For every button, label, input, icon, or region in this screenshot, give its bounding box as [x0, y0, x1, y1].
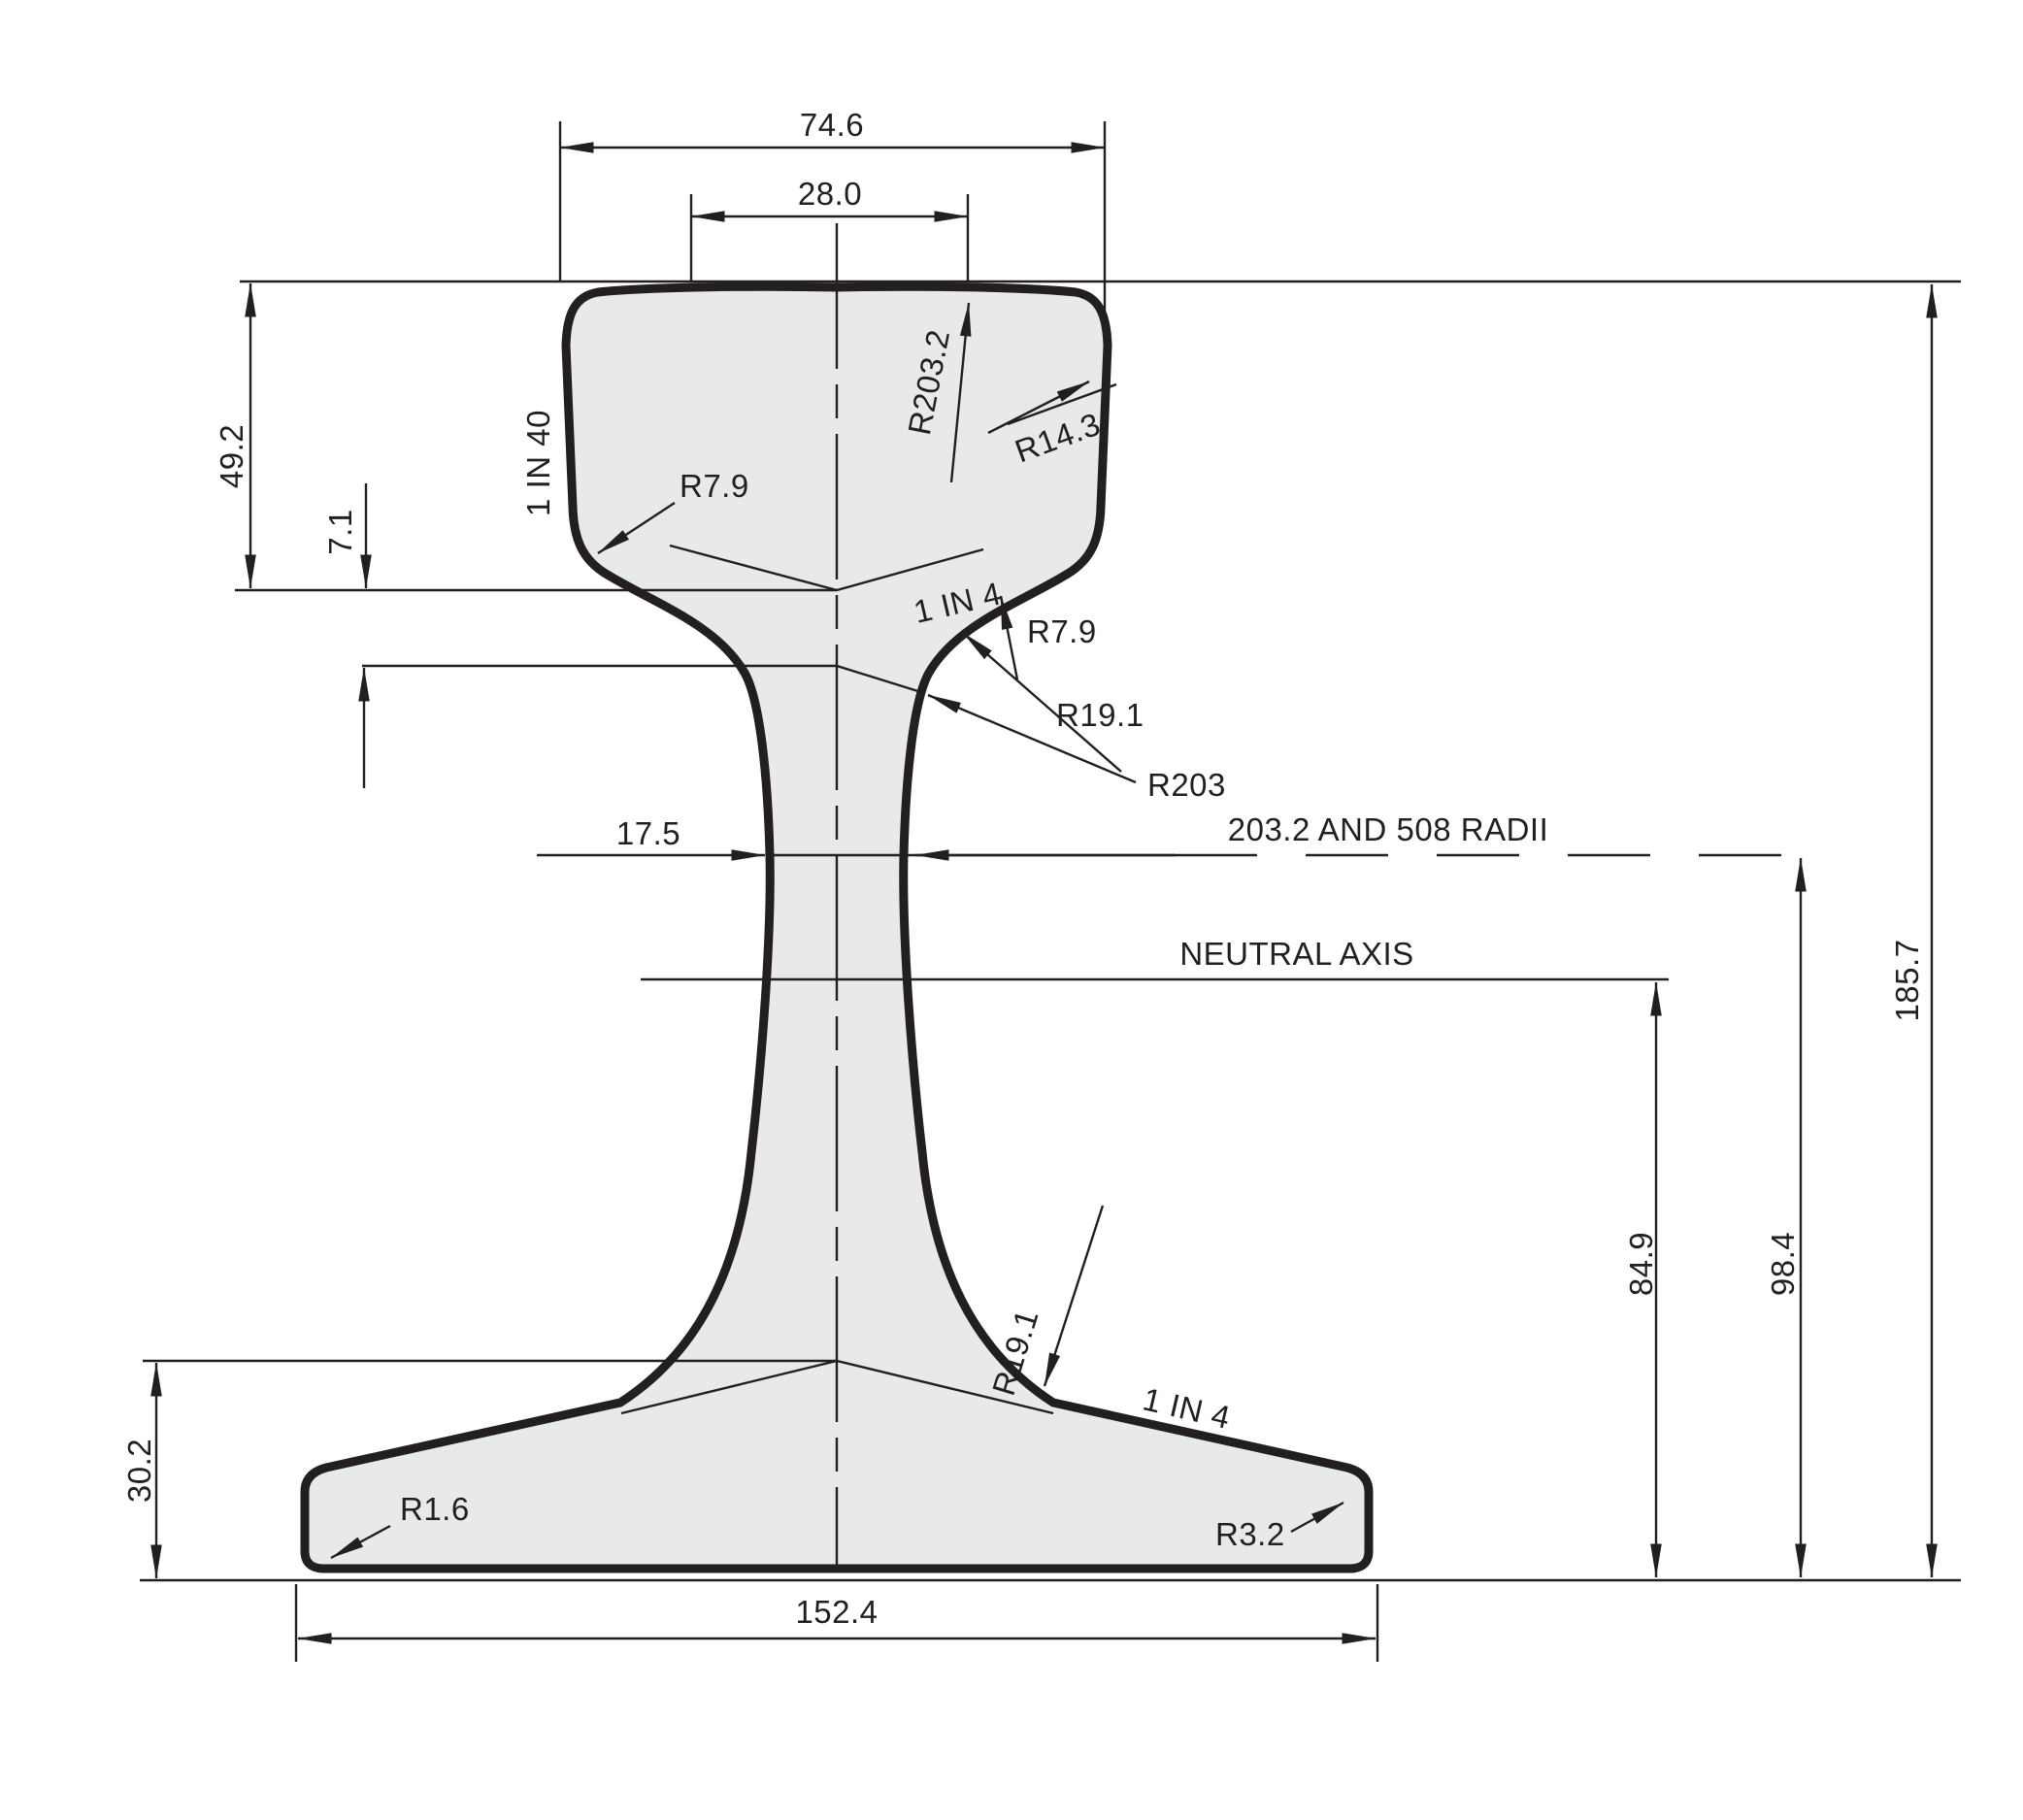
leader-head-corner-radius	[987, 380, 1090, 435]
leader-crown-radius	[949, 302, 972, 483]
leader-underhead-radius	[962, 632, 1122, 773]
underhead-fillet-label: R7.9	[1027, 613, 1097, 649]
foot-slope-construction	[620, 1359, 1054, 1415]
web-radii-note-label: 203.2 AND 508 RADII	[1228, 811, 1549, 847]
foot-edge-height-label: 30.2	[121, 1439, 157, 1503]
foot-width-label: 152.4	[795, 1594, 878, 1630]
leader-foot-corner-left	[330, 1524, 391, 1560]
head-corner-radius-overline	[1007, 382, 1117, 426]
head-depth-label: 49.2	[214, 424, 249, 488]
leader-foot-corner-right	[1290, 1501, 1344, 1534]
overall-height-label: 185.7	[1889, 939, 1925, 1021]
leader-foot-fillet	[1043, 1205, 1105, 1387]
leader-underhead-fillet	[999, 595, 1019, 680]
foot-corner-right-label: R3.2	[1215, 1516, 1285, 1552]
underhead-radius-label: R19.1	[1056, 697, 1144, 733]
gauge-offset-label: 7.1	[322, 509, 358, 554]
head-fillet-left-label: R7.9	[680, 468, 749, 504]
fishing-line	[362, 664, 925, 695]
head-top-width-label: 28.0	[798, 176, 862, 212]
underhead-slope-construction	[669, 544, 984, 592]
neutral-axis-label: NEUTRAL AXIS	[1179, 936, 1413, 972]
foot-corner-left-label: R1.6	[400, 1491, 470, 1527]
head-width-label: 74.6	[800, 107, 864, 143]
leader-head-fillet-left	[597, 501, 676, 555]
leader-web-radius	[927, 693, 1137, 784]
web-radius-label: R203	[1147, 767, 1226, 803]
web-thickness-label: 17.5	[616, 815, 680, 851]
na-height-label: 84.9	[1623, 1232, 1659, 1296]
radii-line-height-label: 98.4	[1765, 1232, 1801, 1296]
head-side-slope-label: 1 IN 40	[520, 410, 556, 516]
